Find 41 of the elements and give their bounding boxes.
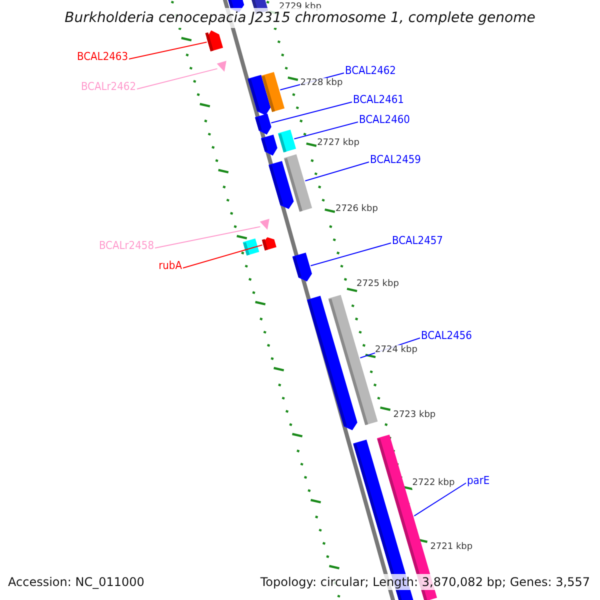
scale-label: 2722 kbp xyxy=(412,478,455,489)
scale-label: 2724 kbp xyxy=(375,345,418,356)
gene-label: rubA xyxy=(158,259,182,272)
gene-feature-bar xyxy=(278,130,296,152)
gene-label: BCAL2456 xyxy=(421,329,472,342)
info-text: Accession: NC_011000 xyxy=(8,574,144,590)
leader-line xyxy=(154,226,261,248)
gene-label: BCAL2459 xyxy=(370,153,421,166)
scale-label: 2725 kbp xyxy=(356,279,399,290)
info-text: Topology: circular; Length: 3,870,082 bp; Genes: 3,557 xyxy=(260,574,590,590)
leader-line xyxy=(310,242,392,266)
gene-feature-bar xyxy=(260,134,278,156)
leader-line xyxy=(136,68,218,90)
gene-label: BCAL2462 xyxy=(345,64,396,77)
scale-label: 2723 kbp xyxy=(393,410,436,421)
rna-feature-marker xyxy=(216,60,226,72)
gene-label: BCAL2457 xyxy=(392,234,443,247)
scale-label: 2728 kbp xyxy=(300,78,343,89)
gene-label: parE xyxy=(467,474,490,487)
leader-line xyxy=(294,122,358,140)
gene-label: BCALr2462 xyxy=(80,80,136,93)
scale-label: 2727 kbp xyxy=(317,138,360,149)
gene-feature-bar xyxy=(284,154,312,212)
leader-line xyxy=(128,42,208,60)
leader-line xyxy=(270,102,352,124)
scale-label: 2721 kbp xyxy=(430,542,473,553)
scale-label: 2726 kbp xyxy=(336,204,378,215)
gene-feature-bar xyxy=(254,114,272,135)
gene-label: BCAL2460 xyxy=(359,113,410,126)
gene-label: BCAL2463 xyxy=(77,50,128,63)
gene-feature-bar xyxy=(261,72,285,112)
gene-label: BCAL2461 xyxy=(353,93,404,106)
gene-feature-bar xyxy=(205,30,224,52)
gene-feature-bar xyxy=(242,238,260,256)
gene-feature-bar xyxy=(292,252,312,282)
leader-line xyxy=(414,482,466,516)
leader-line xyxy=(304,162,370,182)
gene-label: BCALr2458 xyxy=(98,239,154,252)
rna-feature-marker xyxy=(260,218,270,230)
leader-line xyxy=(182,244,263,268)
gene-feature-bar xyxy=(262,237,276,250)
